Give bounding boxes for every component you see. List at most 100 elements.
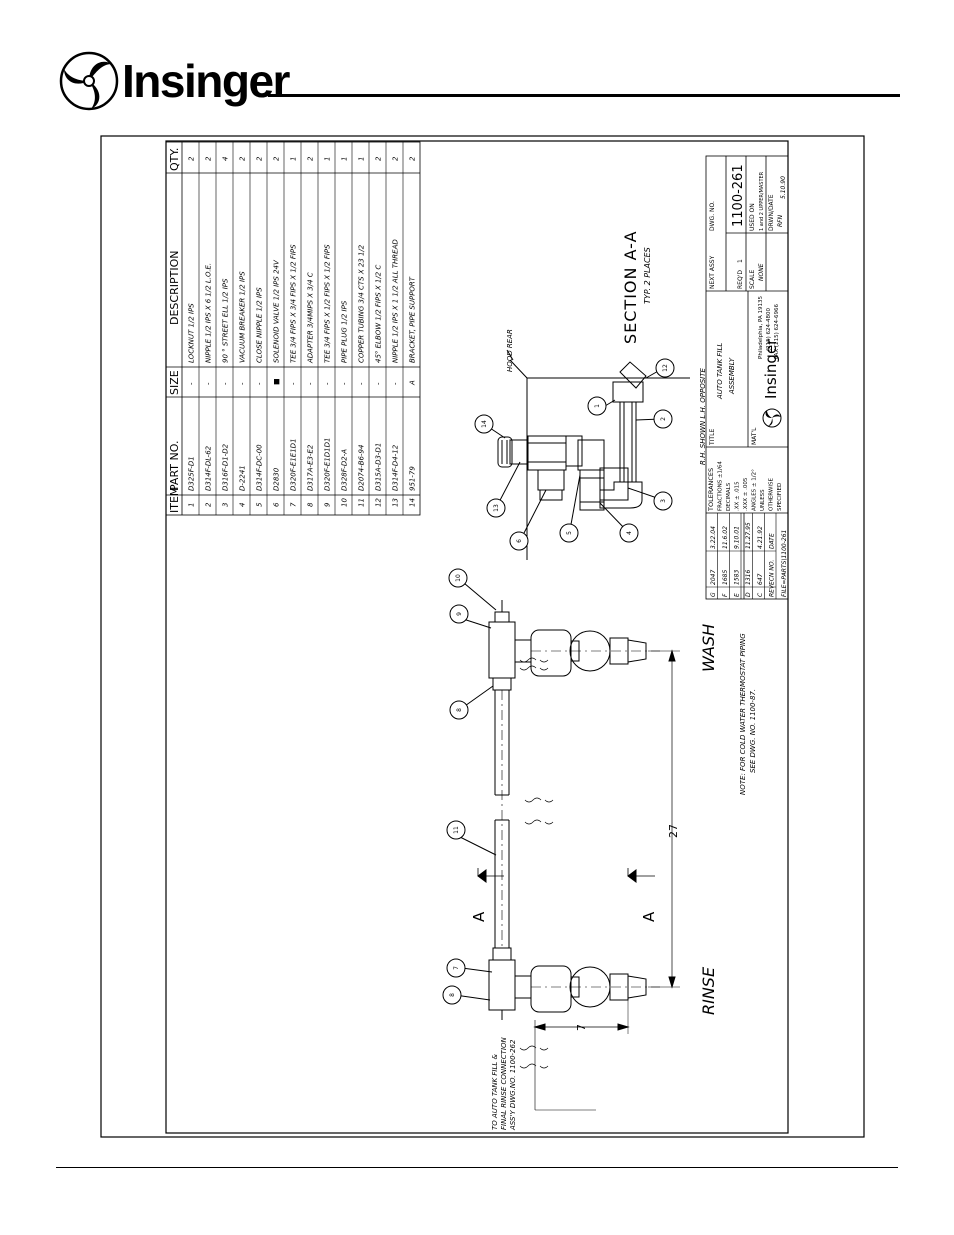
callout-number: 12 <box>662 364 669 372</box>
company-phone: (215) 624-4800 <box>766 307 772 351</box>
revision-cell: 3.22.04 <box>710 526 717 549</box>
reqd-value: 1 <box>737 259 744 263</box>
parts-cell-part-no: D316F-D1-D2 <box>222 443 230 491</box>
parts-cell-part-no: D314F-DC-00 <box>256 444 264 491</box>
parts-cell-qty: 1 <box>358 157 366 161</box>
parts-cell-part-no: D315A-D3-D1 <box>375 443 383 491</box>
parts-cell-part-no: D314F-DL-62 <box>205 445 213 491</box>
revision-cell: 1685 <box>722 570 729 585</box>
inner-frame <box>165 140 789 1134</box>
dwg-no: 1100-261 <box>731 164 746 227</box>
parts-cell-size: A <box>409 380 417 386</box>
parts-cell-item: 9 <box>324 502 332 507</box>
parts-cell-qty: 1 <box>324 157 332 161</box>
tolerance-line: OTHERWISE <box>769 478 775 511</box>
used-on-label: USED ON <box>749 203 756 231</box>
section-subtitle: TYP. 2 PLACES <box>643 247 652 304</box>
header-rule <box>268 94 900 97</box>
parts-cell-description: SOLENOID VALVE 1/2 IPS 24V <box>273 259 281 363</box>
parts-cell-qty: 1 <box>290 157 298 161</box>
header-item: ITEM <box>168 487 181 513</box>
callout-number: 2 <box>660 417 667 421</box>
section-title: SECTION A-A <box>621 230 640 344</box>
title-block-logo-icon <box>762 408 782 428</box>
callout-balloon <box>559 523 579 543</box>
used-on-value: 1 and 2 UPPER/MASTER <box>759 171 765 231</box>
parts-cell-qty: 2 <box>307 156 315 161</box>
tolerance-line: .XXX ± .005 <box>743 477 749 511</box>
parts-cell-description: VACUUM BREAKER 1/2 IPS <box>239 271 247 363</box>
callout-balloon <box>442 985 462 1005</box>
revision-cell: DATE <box>768 533 775 549</box>
parts-cell-size: - <box>324 382 332 385</box>
tolerance-line: SPECIFIED <box>777 483 783 511</box>
parts-cell-size: - <box>188 382 196 385</box>
callout-balloon <box>474 414 494 434</box>
note-line: SEE DWG. NO. 1100-87. <box>749 689 757 773</box>
parts-cell-description: NIPPLE 1/2 IPS X 6 1/2 L.O.E. <box>205 263 213 363</box>
company-name: Insinger <box>762 338 780 399</box>
parts-cell-part-no: D314F-D4-12 <box>392 444 400 491</box>
parts-cell-item: 12 <box>375 498 383 507</box>
parts-cell-size: - <box>256 382 264 385</box>
tolerance-line: TOLERANCES <box>707 468 715 512</box>
parts-cell-part-no: D317A-E3-E2 <box>307 444 315 491</box>
revision-cell: 647 <box>757 573 764 585</box>
parts-cell-size: - <box>358 382 366 385</box>
parts-cell-part-no: D2830 <box>273 467 281 491</box>
revision-cell: 9.10.01 <box>733 526 740 549</box>
revision-cell: E <box>733 593 740 597</box>
parts-cell-item: 4 <box>239 503 247 507</box>
parts-cell-qty: 4 <box>222 157 230 161</box>
title-line-1: AUTO TANK FILL <box>716 343 724 400</box>
parts-cell-description: TEE 3/4 FIPS X 1/2 FIPS X 1/2 FIPS <box>324 244 332 363</box>
drwn-label: DRWN/DATE <box>768 194 775 231</box>
callout-number: 11 <box>453 826 460 834</box>
callout-number: 4 <box>626 531 633 535</box>
callout-balloon <box>449 604 469 624</box>
next-assy-label: NEXT ASSY <box>709 255 716 289</box>
callout-number: 8 <box>449 993 456 997</box>
parts-cell-size: - <box>290 382 298 385</box>
main-view <box>449 577 680 1111</box>
parts-cell-part-no: 951-79 <box>409 466 417 491</box>
callout-number: 9 <box>456 612 463 616</box>
dwg-no-label: DWG. NO. <box>709 201 716 231</box>
parts-cell-size: - <box>222 382 230 385</box>
parts-cell-qty: 2 <box>188 156 196 161</box>
callout-number: 8 <box>456 708 463 712</box>
title-line-2: ASSEMBLY <box>728 357 736 395</box>
revision-cell: 1583 <box>733 570 740 585</box>
parts-cell-qty: 2 <box>409 156 417 161</box>
callout-balloon <box>653 491 673 511</box>
parts-cell-size: - <box>307 382 315 385</box>
parts-cell-qty: 2 <box>256 156 264 161</box>
parts-cell-qty: 2 <box>375 156 383 161</box>
parts-cell-item: 13 <box>392 498 400 507</box>
parts-cell-item: 7 <box>290 502 298 507</box>
revision-cell: REV <box>768 584 775 597</box>
parts-cell-size: - <box>375 382 383 385</box>
parts-cell-size: - <box>239 382 247 385</box>
parts-cell-description: CLOSE NIPPLE 1/2 IPS <box>256 287 264 363</box>
footer-rule <box>56 1167 898 1168</box>
parts-cell-item: 8 <box>307 502 315 507</box>
connection-note-line: TO AUTO TANK FILL & <box>491 1053 499 1130</box>
scale-value: NONE <box>758 263 765 281</box>
header-qty: QTY. <box>168 148 181 171</box>
parts-cell-item: 10 <box>341 498 349 507</box>
reqd-label: REQ'D <box>737 270 744 289</box>
revision-cell: G <box>710 592 717 597</box>
drwn-date: 5.10.90 <box>780 176 787 199</box>
section-mark-left: A <box>470 911 488 922</box>
revision-cell: D <box>745 592 752 597</box>
callout-number: 5 <box>566 531 573 535</box>
company-fax: FAX (215) 624-6966 <box>774 304 780 359</box>
callout-number: 7 <box>453 966 460 970</box>
connection-note-line: ASS'Y DWG.NO. 1100-262 <box>509 1039 517 1131</box>
section-label: SECTION A-A TYP. 2 PLACES <box>621 230 652 344</box>
revision-cell: F <box>722 593 729 597</box>
tolerance-line: ANGLES ± 1/2° <box>752 469 758 511</box>
